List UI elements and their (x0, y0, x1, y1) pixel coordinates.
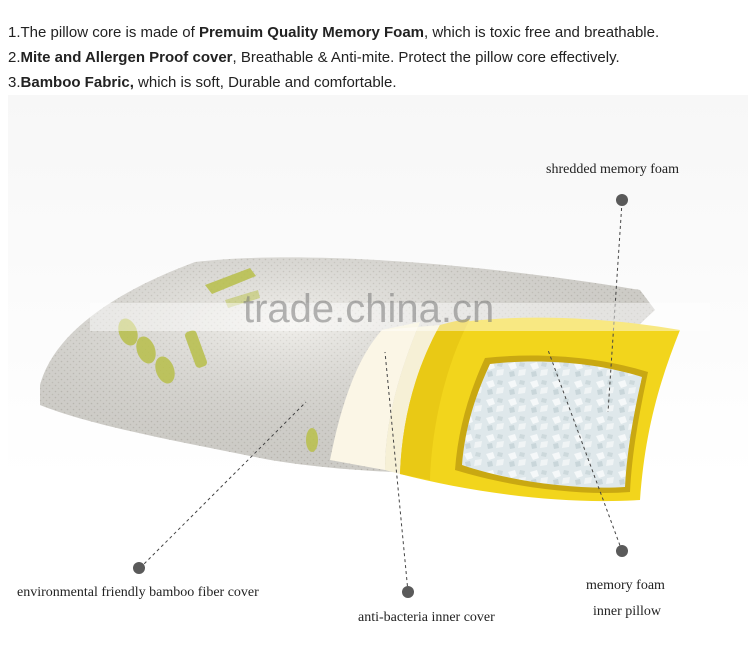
feature-3-text: which is soft, Durable and comfortable. (133, 74, 397, 91)
feature-list: 1.The pillow core is made of Premuim Qua… (8, 20, 748, 95)
callout-dots (133, 194, 628, 598)
feature-3-highlight: Bamboo Fabric, (20, 74, 134, 91)
feature-1-highlight: Premuim Quality Memory Foam (198, 24, 424, 41)
label-shredded-memory-foam: shredded memory foam (546, 162, 679, 177)
bamboo-print (118, 268, 318, 452)
inner-cover (330, 322, 420, 470)
feature-2-text: , Breathable & Anti-mite. Protect the pi… (232, 49, 620, 66)
label-memory-foam: memory foam (586, 578, 665, 593)
feature-1-number: 1. (8, 24, 21, 41)
label-inner-pillow: inner pillow (593, 604, 662, 619)
watermark-text: trade.china.cn (243, 287, 495, 331)
label-anti-bacteria-inner-cover: anti-bacteria inner cover (358, 610, 495, 625)
label-bamboo-fiber-cover: environmental friendly bamboo fiber cove… (17, 585, 259, 600)
dot-inner-cover (402, 586, 414, 598)
feature-1: 1.The pillow core is made of Premuim Qua… (8, 20, 748, 45)
feature-3-number: 3. (8, 74, 21, 91)
feature-2-number: 2. (8, 49, 21, 66)
feature-1-text: , which is toxic free and breathable. (424, 24, 660, 41)
dot-shredded (616, 194, 628, 206)
callout-lines (139, 201, 623, 593)
watermark-band (90, 303, 710, 331)
callout-line-inner-cover (384, 351, 409, 593)
feature-2-highlight: Mite and Allergen Proof cover (20, 49, 233, 66)
callout-line-shredded (607, 201, 623, 413)
feature-2: 2.Mite and Allergen Proof cover, Breatha… (8, 45, 748, 70)
feature-1-lead: The pillow core is made of (20, 24, 199, 41)
dot-bamboo-cover (133, 562, 145, 574)
dot-inner-pillow (616, 545, 628, 557)
feature-3: 3.Bamboo Fabric, which is soft, Durable … (8, 70, 748, 95)
